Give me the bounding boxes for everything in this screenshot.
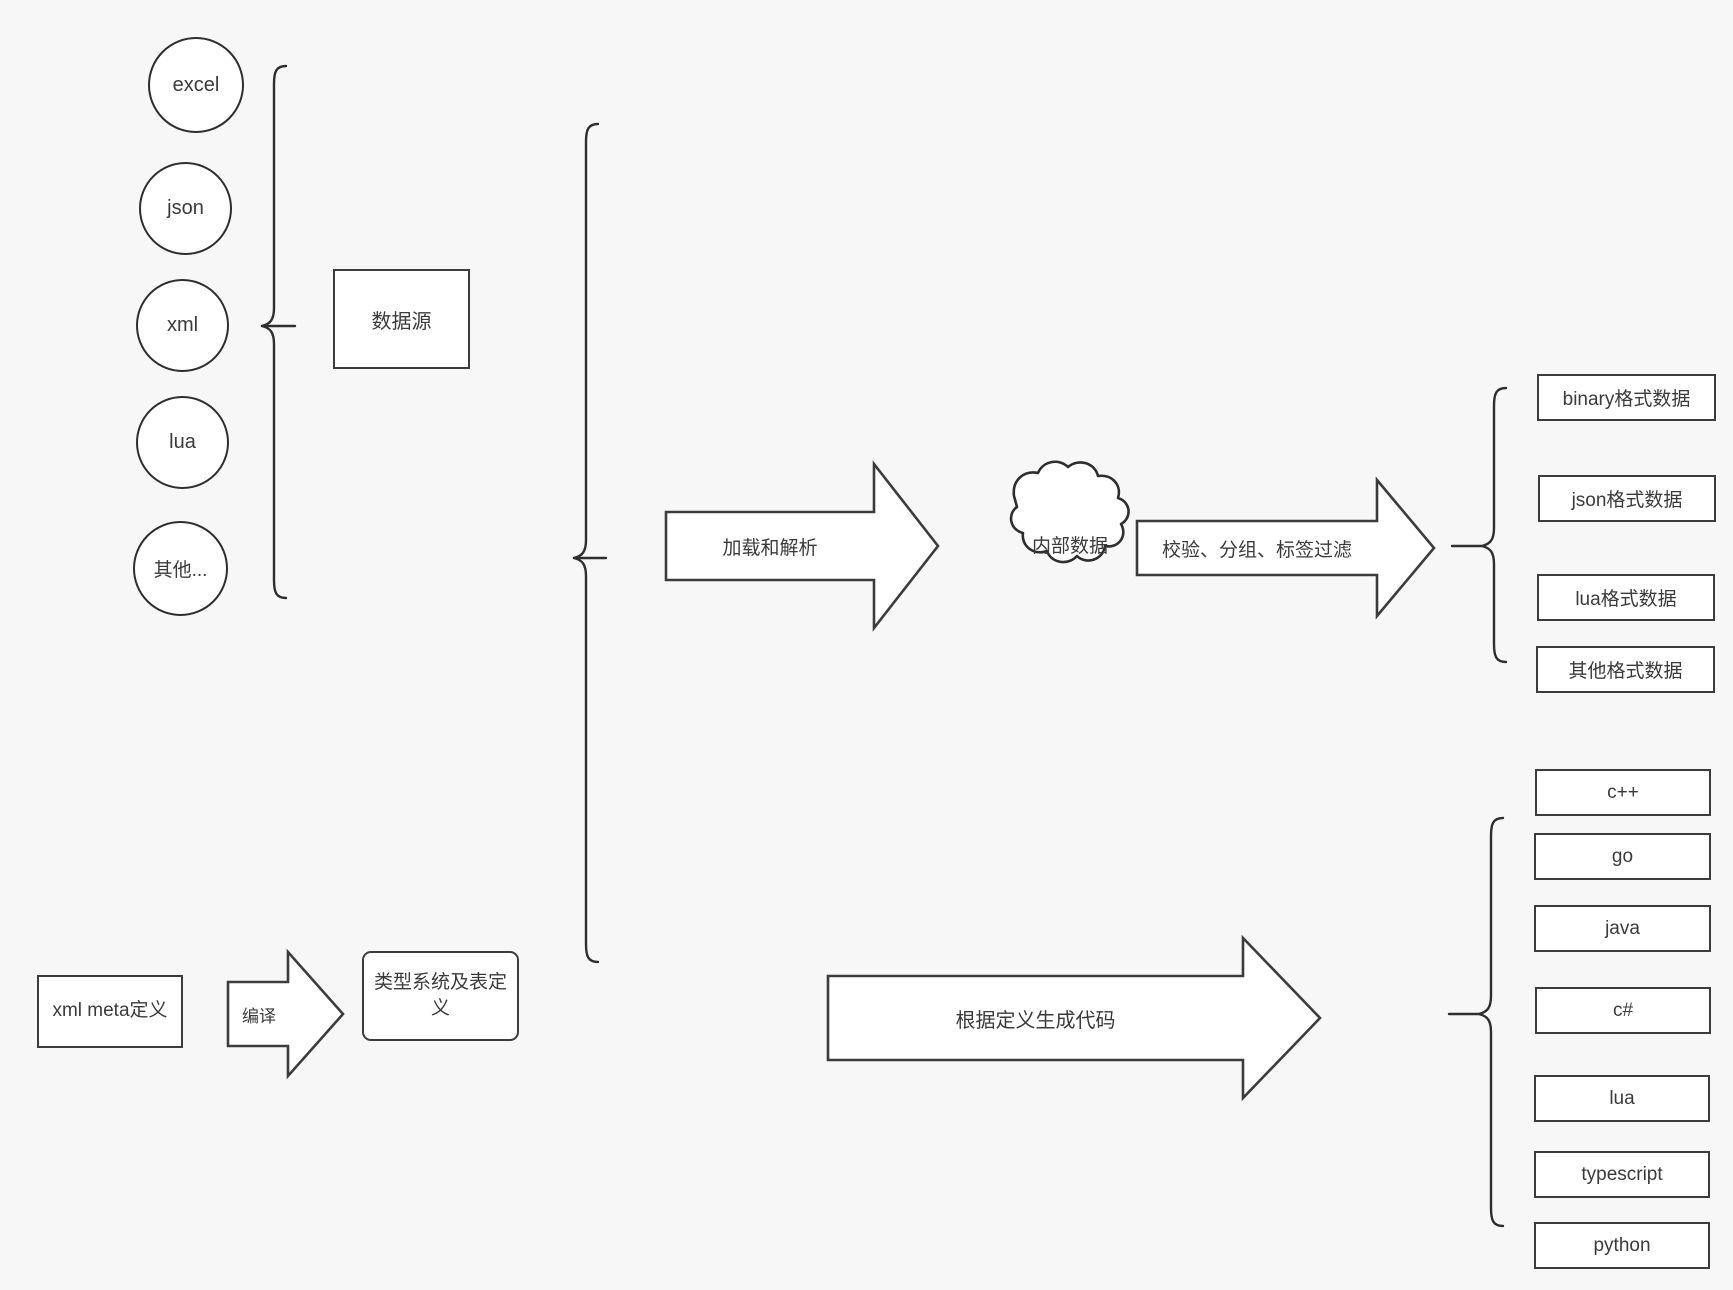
data-source-group-box[interactable]: 数据源: [333, 269, 470, 369]
output-language-label: lua: [1609, 1087, 1635, 1109]
data-source-ellipse-xml[interactable]: xml: [136, 279, 229, 372]
output-language-box-cpp[interactable]: c++: [1535, 769, 1711, 816]
type-system-box[interactable]: 类型系统及表定义: [362, 951, 519, 1041]
output-language-label: java: [1605, 917, 1640, 939]
output-language-label: c#: [1612, 999, 1634, 1021]
output-language-box-python[interactable]: python: [1534, 1222, 1710, 1269]
data-source-label: excel: [172, 73, 220, 96]
output-language-box-go[interactable]: go: [1534, 833, 1711, 880]
data-source-label: lua: [169, 431, 196, 453]
type-system-label: 类型系统及表定义: [374, 972, 508, 1019]
output-language-box-lua[interactable]: lua: [1534, 1075, 1710, 1122]
codegen-arrow-shape: [826, 934, 1322, 1102]
xml-meta-definition-label: xml meta定义: [52, 1000, 168, 1022]
brace-output-languages: [1447, 816, 1505, 1228]
output-format-label: json格式数据: [1571, 490, 1683, 511]
output-language-label: python: [1593, 1234, 1651, 1256]
output-format-label: binary格式数据: [1562, 389, 1691, 410]
output-language-label: c++: [1607, 781, 1639, 803]
data-source-ellipse-json[interactable]: json: [139, 162, 232, 255]
data-source-group-label: 数据源: [371, 310, 432, 333]
data-source-ellipse-other[interactable]: 其他...: [133, 521, 228, 616]
output-language-label: go: [1611, 845, 1634, 867]
output-format-label: 其他格式数据: [1568, 661, 1683, 682]
data-source-ellipse-lua[interactable]: lua: [136, 396, 229, 489]
data-source-label: json: [167, 197, 204, 219]
xml-meta-definition-box[interactable]: xml meta定义: [37, 975, 183, 1048]
compile-arrow-shape: [226, 948, 345, 1080]
output-format-label: lua格式数据: [1575, 589, 1677, 610]
output-language-box-csharp[interactable]: c#: [1535, 987, 1711, 1034]
output-format-box-json[interactable]: json格式数据: [1538, 475, 1716, 522]
internal-data-cloud-shape: [1009, 460, 1130, 564]
brace-pipeline-input: [572, 122, 608, 964]
output-language-label: typescript: [1581, 1163, 1663, 1185]
data-source-ellipse-excel[interactable]: excel: [148, 37, 244, 133]
output-format-box-binary[interactable]: binary格式数据: [1537, 374, 1716, 421]
brace-output-formats: [1450, 386, 1508, 664]
brace-data-sources: [260, 64, 297, 600]
data-source-label: xml: [166, 314, 199, 336]
output-format-box-lua[interactable]: lua格式数据: [1537, 574, 1715, 621]
load-parse-arrow-shape: [664, 460, 940, 632]
output-format-box-other[interactable]: 其他格式数据: [1536, 646, 1715, 693]
output-language-box-typescript[interactable]: typescript: [1534, 1151, 1710, 1198]
data-source-label: 其他...: [153, 560, 208, 581]
validate-group-filter-arrow-shape: [1135, 476, 1436, 620]
output-language-box-java[interactable]: java: [1534, 905, 1711, 952]
